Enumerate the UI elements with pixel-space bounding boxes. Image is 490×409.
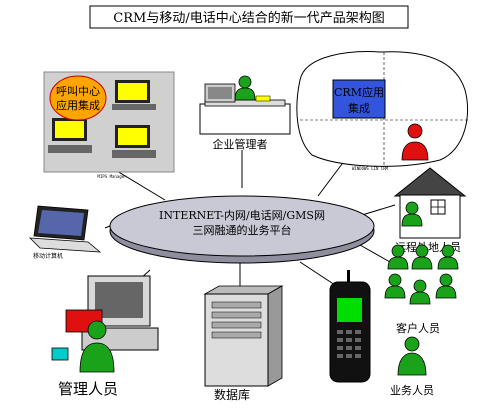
monitor-icon xyxy=(204,83,236,103)
laptop-icon xyxy=(28,205,102,253)
customer-person-icon xyxy=(384,273,406,299)
call-center-bubble: 呼叫中心 应用集成 xyxy=(49,75,107,121)
server-icon xyxy=(203,285,284,387)
title-box: CRM与移动/电话中心结合的新一代产品架构图 xyxy=(89,5,409,29)
enterprise-manager: 企业管理者 xyxy=(199,75,291,151)
hub-label-line1: INTERNET-内网/电话网/GMS网 xyxy=(159,208,325,222)
manager-person-icon xyxy=(234,75,256,101)
call-center-label-line2: 应用集成 xyxy=(56,98,100,112)
crm-box-label-line1: CRM应用 xyxy=(334,85,384,99)
diagram-title: CRM与移动/电话中心结合的新一代产品架构图 xyxy=(113,10,384,26)
laptop: 移动计算机 xyxy=(28,205,102,260)
hub-label-line2: 三网融通的业务平台 xyxy=(193,223,292,237)
call-center-label-line1: 呼叫中心 xyxy=(56,85,100,98)
customer-person-icon xyxy=(435,273,457,299)
house-icon xyxy=(393,167,467,239)
mobile-phone xyxy=(329,270,371,383)
crm-application: CRM应用 集成 WINDOWS LIN CRM xyxy=(296,51,468,171)
laptop-caption: 移动计算机 xyxy=(33,252,63,260)
database-server: 数据库 xyxy=(203,285,284,402)
network-hub: INTERNET-内网/电话网/GMS网 三网融通的业务平台 xyxy=(109,195,375,264)
customers-caption: 客户人员 xyxy=(396,321,440,335)
call-center-cluster: 呼叫中心 应用集成 MIPS Manager xyxy=(43,71,175,179)
sales-person-icon xyxy=(397,336,427,376)
line-crm xyxy=(317,159,346,197)
line-call-center xyxy=(111,167,166,201)
customer-person-icon xyxy=(409,279,431,305)
sales-staff: 业务人员 xyxy=(390,336,434,397)
crm-caption: WINDOWS LIN CRM xyxy=(352,166,389,171)
call-center-caption: MIPS Manager xyxy=(98,174,127,179)
customers: 客户人员 xyxy=(384,244,459,335)
monitor-icon xyxy=(81,275,159,351)
mobile-phone-icon xyxy=(329,270,371,383)
crm-person-icon xyxy=(401,123,429,161)
phone-handset-icon xyxy=(51,347,69,361)
line-customers xyxy=(359,244,391,263)
remote-staff: 远程外地人员 xyxy=(393,167,467,254)
admin-staff-caption: 管理人员 xyxy=(58,380,118,398)
monitor-icon xyxy=(48,80,156,158)
database-caption: 数据库 xyxy=(214,387,250,402)
sales-staff-caption: 业务人员 xyxy=(390,384,434,397)
enterprise-manager-caption: 企业管理者 xyxy=(213,137,268,151)
crm-box xyxy=(332,79,386,119)
admin-staff: 管理人员 xyxy=(51,275,159,398)
line-remote-staff xyxy=(361,204,396,216)
line-phone xyxy=(299,261,336,286)
crm-box-label-line2: 集成 xyxy=(348,101,370,115)
admin-person-icon xyxy=(79,320,115,373)
